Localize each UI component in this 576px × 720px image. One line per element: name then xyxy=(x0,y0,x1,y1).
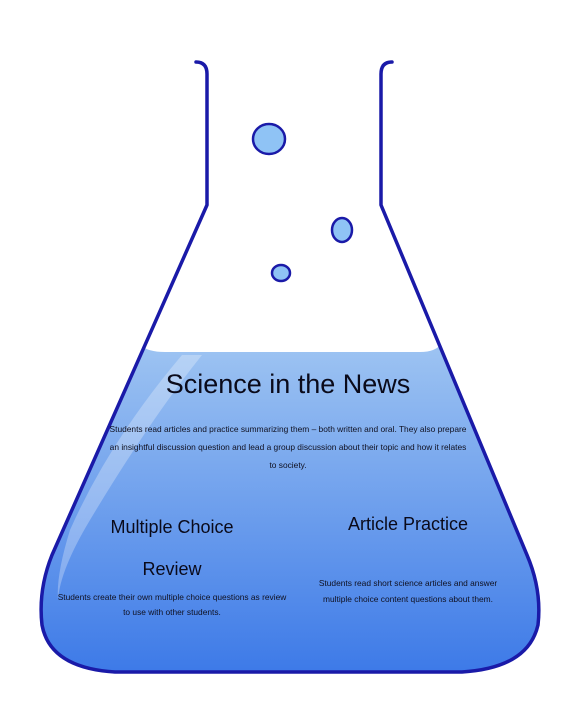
glass-highlight xyxy=(196,222,240,340)
main-section-description: Students read articles and practice summ… xyxy=(109,424,467,470)
left-section-title: Multiple Choice Review xyxy=(110,517,234,579)
bubble-small xyxy=(270,263,292,283)
bubble-medium xyxy=(330,216,354,244)
flask-outline xyxy=(39,60,541,674)
right-section-description: Students read short science articles and… xyxy=(318,578,498,604)
flask-liquid xyxy=(41,222,539,672)
left-section-description: Students create their own multiple choic… xyxy=(57,592,287,617)
main-section-title: Science in the News xyxy=(165,369,411,399)
bubble-large xyxy=(251,122,287,156)
right-section-title: Article Practice xyxy=(347,514,469,534)
